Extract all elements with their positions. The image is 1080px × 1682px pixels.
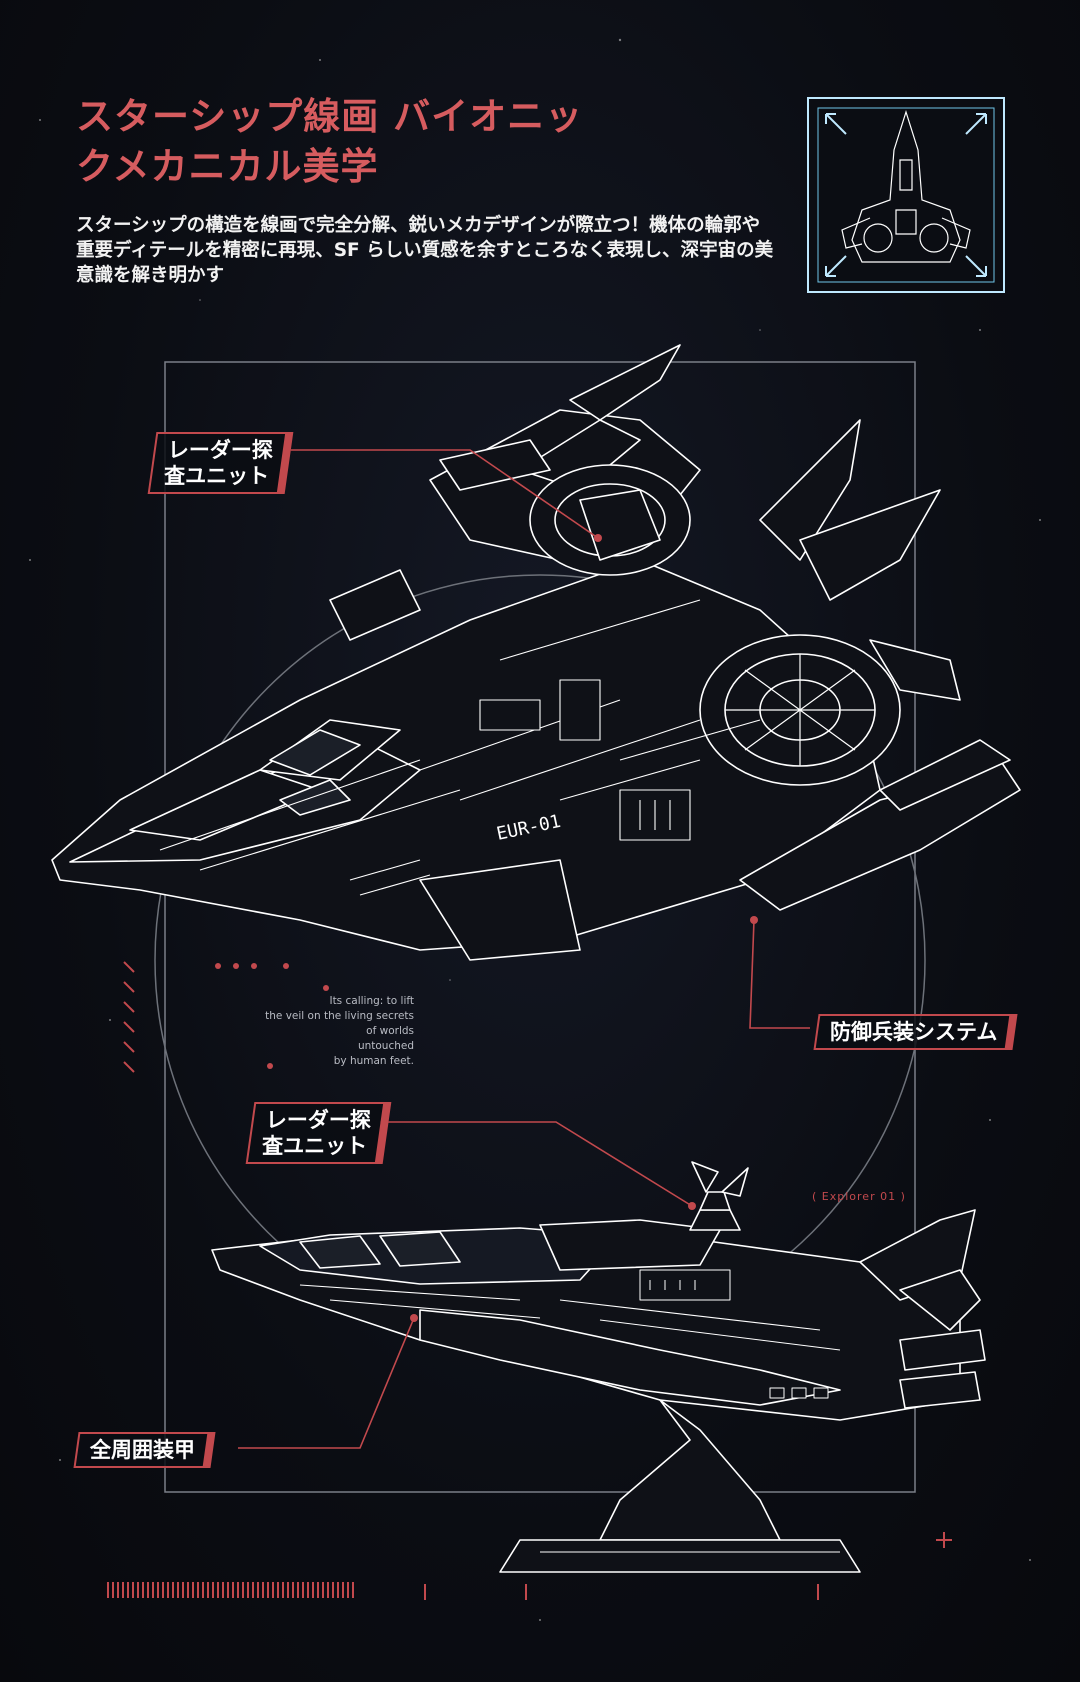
poem-line: of worlds	[366, 1025, 414, 1037]
label-line-1: 防御兵装システム	[830, 1020, 998, 1044]
label-line-1: 全周囲装甲	[90, 1438, 195, 1462]
frame-rect	[164, 361, 916, 1493]
page-description: スターシップの構造を線画で完全分解、鋭いメカデザインが際立つ！機体の輪郭や重要デ…	[76, 215, 774, 286]
label-line-2: 査ユニット	[262, 1134, 368, 1158]
label-line-1: レーダー探	[265, 1108, 371, 1132]
hud-barcode	[107, 1582, 354, 1598]
label-radar-unit-bottom: レーダー探 査ユニット	[245, 1102, 392, 1164]
label-full-armor: 全周囲装甲	[73, 1432, 216, 1468]
poem-text: Its calling: to lift the veil on the liv…	[230, 994, 414, 1069]
starship-top-view	[51, 344, 1021, 961]
label-line-1: レーダー探	[167, 438, 273, 462]
label-line-2: 査ユニット	[164, 464, 270, 488]
model-label: ( Explorer 01 )	[812, 1190, 906, 1203]
plus-icon	[936, 1532, 952, 1548]
poem-line: Its calling: to lift	[329, 995, 414, 1007]
page-title: スターシップ線画 バイオニックメカニカル美学	[76, 95, 584, 188]
poem-line: by human feet.	[333, 1055, 414, 1067]
label-radar-unit-top: レーダー探 査ユニット	[147, 432, 294, 494]
hud-ticks	[424, 1584, 819, 1600]
starship-side-view	[211, 1161, 986, 1573]
hud-slashes	[123, 961, 135, 1073]
callout-dots	[410, 534, 758, 1322]
label-defense-system: 防御兵装システム	[813, 1014, 1018, 1050]
callout-lines	[238, 449, 810, 1449]
hud-dots	[215, 963, 329, 1069]
corner-expand-icon	[825, 113, 987, 277]
poem-line: untouched	[357, 1040, 414, 1052]
starship-thumbnail-icon	[807, 97, 1005, 293]
starfield	[29, 38, 1041, 1621]
poem-line: the veil on the living secrets	[265, 1010, 414, 1022]
